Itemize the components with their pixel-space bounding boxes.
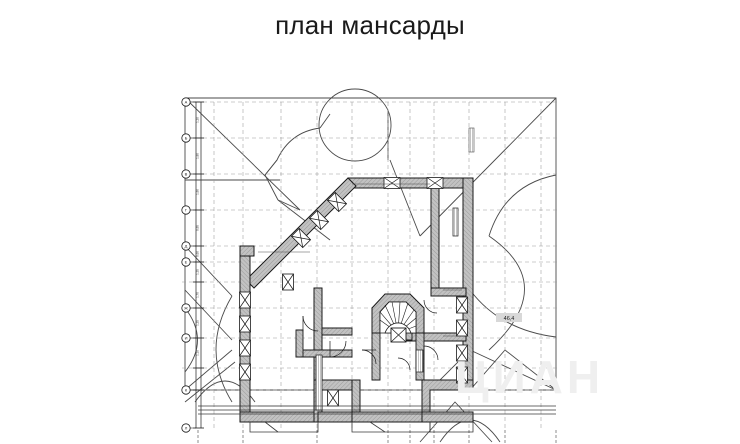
svg-text:1,80: 1,80 xyxy=(196,153,200,159)
svg-text:0,95: 0,95 xyxy=(196,225,200,231)
axis-markers-vertical: А Б В Г Д Е Ж И К Л xyxy=(181,97,196,433)
svg-text:А: А xyxy=(185,100,188,105)
wall-bottom-right-bot xyxy=(421,411,474,423)
svg-text:Л: Л xyxy=(185,426,188,431)
svg-text:1,25: 1,25 xyxy=(196,320,200,326)
svg-text:46,4: 46,4 xyxy=(504,316,515,322)
dimension-chain-left: 1,20 1,80 1,90 0,95 0,60 1,35 1,70 1,25 … xyxy=(193,101,204,429)
interior-dimension-ticks xyxy=(258,183,462,407)
window xyxy=(239,315,251,333)
walls-group xyxy=(239,177,474,423)
svg-text:Е: Е xyxy=(185,260,188,265)
page-title: план мансарды xyxy=(275,10,465,40)
windows-group xyxy=(239,127,475,407)
svg-text:1,90: 1,90 xyxy=(196,189,200,195)
wall-left-outer xyxy=(239,245,251,423)
window xyxy=(239,339,251,357)
svg-text:Д: Д xyxy=(185,244,188,249)
wall-left-top xyxy=(239,245,255,257)
svg-text:1,10: 1,10 xyxy=(196,350,200,356)
window xyxy=(383,177,401,189)
window xyxy=(456,319,468,337)
axis-markers-horizontal: 1 2 3 4 5 6 7 8 9 xyxy=(197,430,557,444)
window xyxy=(327,389,339,407)
window xyxy=(426,177,444,189)
svg-text:Б: Б xyxy=(185,136,188,141)
dimension-chain-bottom xyxy=(198,405,556,415)
wall-stair-leg-left xyxy=(371,332,381,381)
window xyxy=(456,344,468,362)
wall-top xyxy=(347,177,473,189)
wall-right-inner-horz xyxy=(430,287,467,297)
spiral-staircase xyxy=(379,301,417,343)
stair-right-small xyxy=(415,349,424,373)
wall-corridor-stub xyxy=(321,327,353,336)
svg-text:В: В xyxy=(185,172,188,177)
window xyxy=(282,273,294,291)
floor-plan-drawing: 1,20 1,80 1,90 0,95 0,60 1,35 1,70 1,25 … xyxy=(0,50,740,444)
window xyxy=(239,291,251,309)
room-area-label: 46,4 xyxy=(496,313,522,322)
wall-vestibule-left xyxy=(295,329,304,358)
svg-text:К: К xyxy=(185,388,188,393)
wall-left-bottom xyxy=(239,411,319,423)
svg-text:1,35: 1,35 xyxy=(196,269,200,275)
wall-bottom-mid xyxy=(351,411,431,423)
secondary-stair xyxy=(315,354,323,411)
window xyxy=(456,366,468,384)
svg-text:1,20: 1,20 xyxy=(196,117,200,123)
svg-text:1,70: 1,70 xyxy=(196,292,200,298)
window xyxy=(456,296,468,314)
svg-text:Г: Г xyxy=(185,208,188,213)
wall-right-inner-upper xyxy=(430,187,440,295)
doors-group xyxy=(302,299,439,371)
wall-vestibule-top xyxy=(295,349,353,358)
svg-text:0,60: 0,60 xyxy=(196,251,200,257)
svg-text:И: И xyxy=(185,336,188,341)
svg-text:Ж: Ж xyxy=(184,306,188,311)
balcony-group xyxy=(249,421,474,433)
window xyxy=(239,363,251,381)
